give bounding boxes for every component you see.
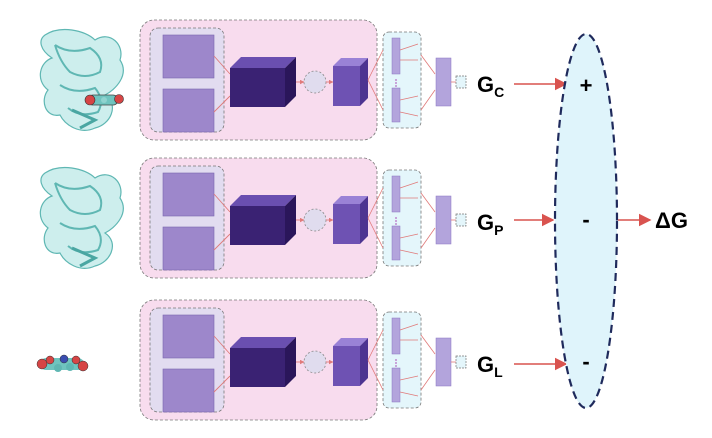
conv-cube-1 bbox=[230, 57, 296, 107]
conv-cube-2 bbox=[333, 196, 368, 244]
input-tile-bottom bbox=[162, 368, 215, 413]
conv-cube-1 bbox=[230, 195, 296, 245]
sign-protein: - bbox=[582, 207, 589, 232]
fc-panel bbox=[382, 31, 422, 129]
input-tile-bottom bbox=[162, 226, 215, 271]
output-label-complex: GC bbox=[477, 72, 504, 100]
conv-cube-2 bbox=[333, 338, 368, 386]
dense-bar bbox=[435, 195, 452, 245]
output-node bbox=[455, 75, 467, 89]
fc-bar-bottom bbox=[391, 87, 401, 123]
output-label-ligand: GL bbox=[477, 352, 503, 380]
conv-cube-2 bbox=[333, 58, 368, 106]
result-label: ΔG bbox=[655, 208, 688, 233]
conv-cube-1 bbox=[230, 337, 296, 387]
pipeline-complex: GC bbox=[39, 19, 568, 141]
protein-ligand-complex-icon bbox=[39, 28, 124, 131]
fc-bar-top bbox=[391, 37, 401, 75]
fc-bar-top bbox=[391, 175, 401, 213]
ligand-icon bbox=[36, 354, 89, 372]
input-tile-top bbox=[162, 172, 215, 217]
fc-bar-top bbox=[391, 317, 401, 355]
pooling-circle bbox=[303, 70, 327, 94]
output-node bbox=[455, 355, 467, 369]
pooling-circle bbox=[303, 350, 327, 374]
output-label-protein: GP bbox=[477, 210, 503, 238]
protein-icon bbox=[39, 166, 124, 269]
fc-bar-bottom bbox=[391, 367, 401, 403]
sign-complex: + bbox=[580, 73, 593, 98]
fc-panel bbox=[382, 311, 422, 409]
summation-ellipse bbox=[553, 32, 619, 410]
pipeline-ligand: GL bbox=[36, 299, 568, 421]
input-tile-bottom bbox=[162, 88, 215, 133]
pooling-circle bbox=[303, 208, 327, 232]
pipeline-protein: GP bbox=[39, 157, 555, 279]
output-node bbox=[455, 213, 467, 227]
dense-bar bbox=[435, 337, 452, 387]
fc-panel bbox=[382, 169, 422, 267]
input-tile-top bbox=[162, 314, 215, 359]
dense-bar bbox=[435, 57, 452, 107]
fc-bar-bottom bbox=[391, 225, 401, 261]
input-tile-top bbox=[162, 34, 215, 79]
sign-ligand: - bbox=[582, 349, 589, 374]
